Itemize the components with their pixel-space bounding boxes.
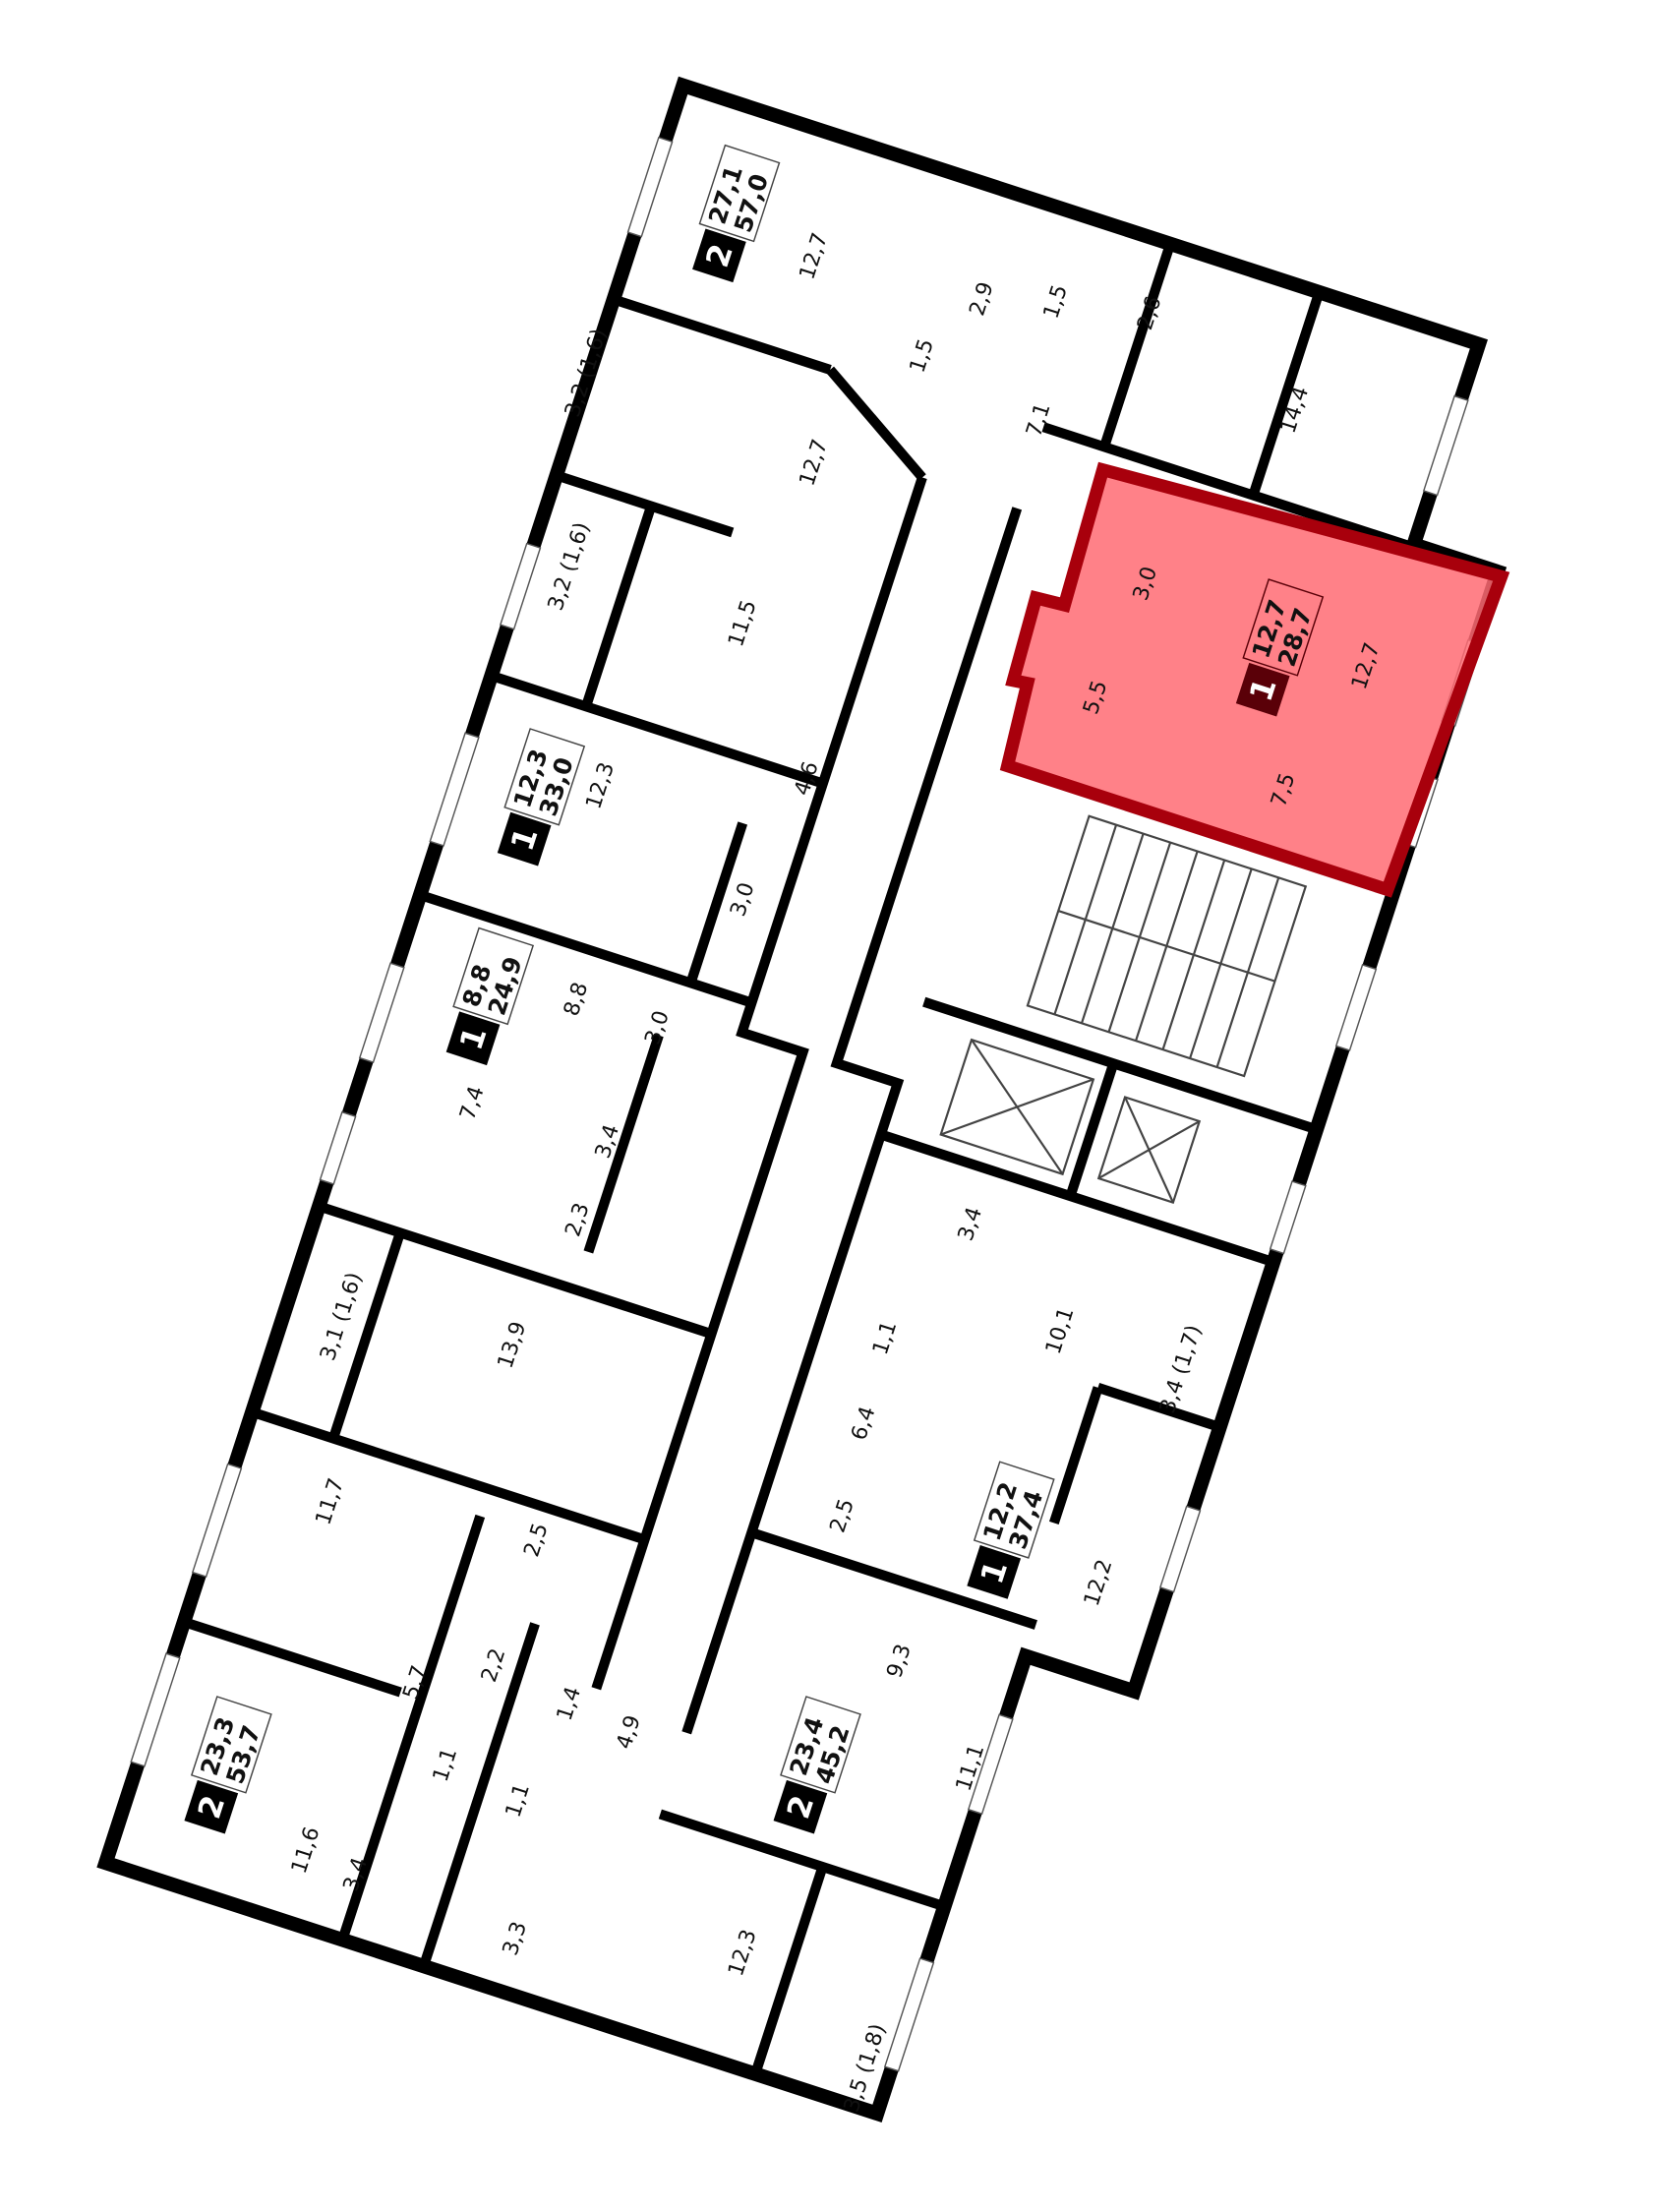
elevator-small	[1096, 1096, 1202, 1205]
apartment-badge[interactable]: 2 23,3 53,7	[178, 1696, 272, 1836]
corridor-wall-right	[681, 507, 1023, 1735]
staircase	[1026, 814, 1308, 1078]
apartment-badge[interactable]: 1 12,3 33,0	[491, 728, 586, 868]
apartment-badge[interactable]: 2 23,4 45,2	[767, 1696, 861, 1836]
corridor-wall-left	[591, 475, 927, 1691]
elevator-large	[939, 1038, 1095, 1176]
left-dividers	[182, 294, 926, 1968]
floor-background	[105, 85, 1564, 2149]
